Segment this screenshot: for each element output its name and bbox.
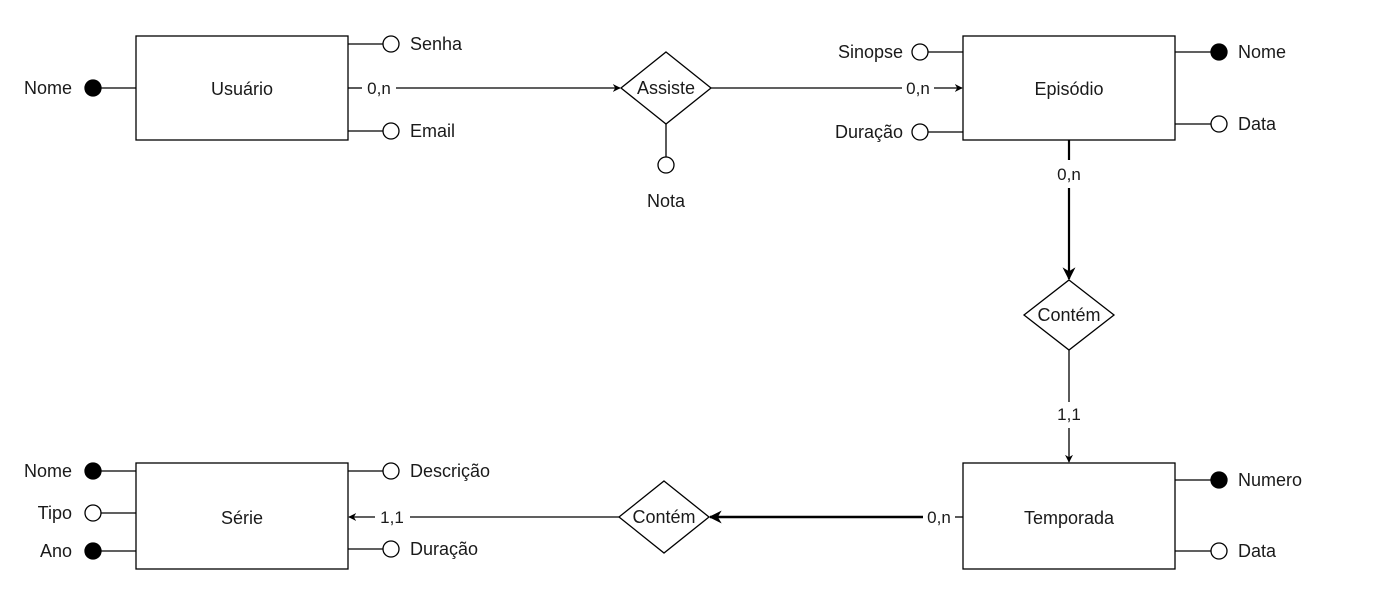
attribute-icon xyxy=(911,123,929,141)
attribute-usuario-email[interactable]: Email xyxy=(348,121,455,141)
attribute-label: Nota xyxy=(647,191,686,211)
attribute-episodio-sinopse[interactable]: Sinopse xyxy=(838,42,963,62)
attribute-episodio-nome[interactable]: Nome xyxy=(1175,42,1286,62)
attribute-label: Numero xyxy=(1238,470,1302,490)
attribute-label: Tipo xyxy=(38,503,72,523)
key-attribute-icon xyxy=(84,79,102,97)
attribute-icon xyxy=(382,462,400,480)
attribute-icon xyxy=(382,540,400,558)
attribute-temporada-data[interactable]: Data xyxy=(1175,541,1277,561)
attribute-label: Senha xyxy=(410,34,463,54)
attribute-label: Duração xyxy=(835,122,903,142)
cardinality-usuario-assiste: 0,n xyxy=(367,79,391,98)
attribute-label: Nome xyxy=(24,78,72,98)
key-attribute-icon xyxy=(1210,471,1228,489)
attribute-label: Duração xyxy=(410,539,478,559)
attribute-icon xyxy=(657,156,675,174)
entity-usuario-label: Usuário xyxy=(211,79,273,99)
entity-temporada-label: Temporada xyxy=(1024,508,1115,528)
attribute-assiste-nota[interactable]: Nota xyxy=(647,124,686,211)
attribute-temporada-numero[interactable]: Numero xyxy=(1175,470,1302,490)
attribute-icon xyxy=(382,122,400,140)
entity-temporada[interactable]: Temporada xyxy=(962,462,1176,570)
relationship-contem-temporada-serie[interactable]: Contém xyxy=(617,480,711,554)
entity-serie-label: Série xyxy=(221,508,263,528)
entity-episodio-label: Episódio xyxy=(1034,79,1103,99)
attribute-icon xyxy=(84,504,102,522)
edge-contem-temporada: 1,1 xyxy=(1057,350,1081,463)
attribute-serie-duracao[interactable]: Duração xyxy=(348,539,478,559)
key-attribute-icon xyxy=(84,542,102,560)
relationship-assiste-label: Assiste xyxy=(637,78,695,98)
attribute-label: Sinopse xyxy=(838,42,903,62)
attribute-episodio-data[interactable]: Data xyxy=(1175,114,1277,134)
attribute-usuario-senha[interactable]: Senha xyxy=(348,34,463,54)
edge-temporada-contem: 0,n xyxy=(708,508,963,527)
relationship-contem-2-label: Contém xyxy=(632,507,695,527)
attribute-label: Data xyxy=(1238,114,1277,134)
attribute-label: Nome xyxy=(24,461,72,481)
relationship-assiste[interactable]: Assiste xyxy=(619,51,713,125)
key-attribute-icon xyxy=(84,462,102,480)
edge-contem-serie: 1,1 xyxy=(348,508,619,527)
attribute-serie-tipo[interactable]: Tipo xyxy=(38,503,136,523)
cardinality-contem-serie: 1,1 xyxy=(380,508,404,527)
attribute-icon xyxy=(1210,115,1228,133)
cardinality-contem-temporada: 1,1 xyxy=(1057,405,1081,424)
attribute-serie-nome[interactable]: Nome xyxy=(24,461,136,481)
cardinality-episodio-contem: 0,n xyxy=(1057,165,1081,184)
entity-episodio[interactable]: Episódio xyxy=(962,35,1176,141)
edge-assiste-episodio: 0,n xyxy=(711,79,963,98)
cardinality-temporada-contem: 0,n xyxy=(927,508,951,527)
attribute-icon xyxy=(1210,542,1228,560)
attribute-serie-ano[interactable]: Ano xyxy=(40,541,136,561)
entity-usuario[interactable]: Usuário xyxy=(135,35,349,141)
edge-episodio-contem: 0,n xyxy=(1057,140,1081,281)
relationship-contem-1-label: Contém xyxy=(1037,305,1100,325)
attribute-label: Descrição xyxy=(410,461,490,481)
attribute-label: Email xyxy=(410,121,455,141)
attribute-label: Data xyxy=(1238,541,1277,561)
attribute-episodio-duracao[interactable]: Duração xyxy=(835,122,963,142)
attribute-label: Nome xyxy=(1238,42,1286,62)
key-attribute-icon xyxy=(1210,43,1228,61)
relationship-contem-episodio-temporada[interactable]: Contém xyxy=(1022,279,1116,351)
attribute-serie-descricao[interactable]: Descrição xyxy=(348,461,490,481)
attribute-icon xyxy=(911,43,929,61)
attribute-label: Ano xyxy=(40,541,72,561)
attribute-usuario-nome[interactable]: Nome xyxy=(24,78,136,98)
cardinality-assiste-episodio: 0,n xyxy=(906,79,930,98)
edge-usuario-assiste: 0,n xyxy=(348,79,621,98)
attribute-icon xyxy=(382,35,400,53)
entity-serie[interactable]: Série xyxy=(135,462,349,570)
